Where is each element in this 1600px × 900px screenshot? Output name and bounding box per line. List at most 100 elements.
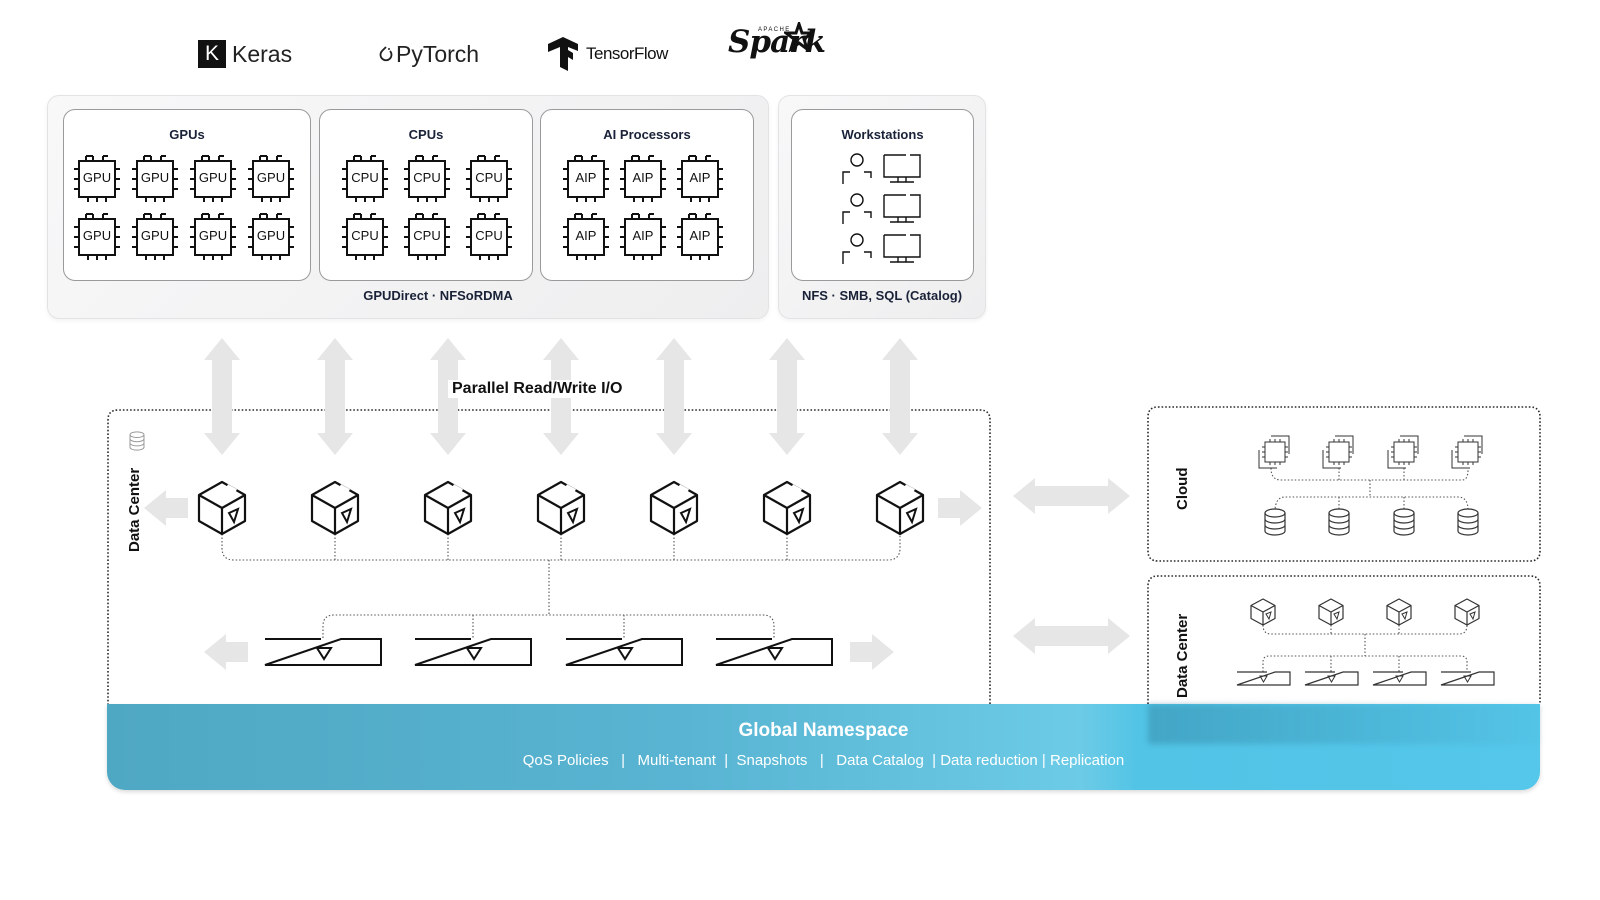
cpu-chip-icon: CPU [340, 212, 390, 262]
remote-enclosure-bus-line [1262, 655, 1468, 672]
io-arrow-overlap [890, 408, 910, 413]
cloud-db-bus-line [1274, 496, 1469, 513]
tensorflow-logo-icon [548, 37, 578, 71]
cloud-container [1147, 406, 1541, 562]
gpu-chip-icon: GPU [246, 154, 296, 204]
io-arrow-icon [882, 338, 918, 455]
chip-label: GPU [140, 170, 170, 185]
workstation-item [840, 192, 922, 228]
pytorch-label: PyTorch [396, 40, 480, 67]
scale-left-arrow-icon [204, 634, 248, 670]
remote-storage-node-icon [1454, 598, 1480, 626]
remote-datacenter-label: Data Center [1174, 613, 1191, 698]
global-namespace-bar: Global Namespace QoS Policies | Multi-te… [107, 704, 1540, 790]
cpu-chip-icon: CPU [464, 212, 514, 262]
cpu-card-title: CPUs [408, 127, 444, 142]
chip-label: AIP [689, 228, 711, 243]
replication-arrow-icon [1013, 478, 1130, 514]
cloud-compute-icon [1322, 435, 1354, 469]
remote-bus-line [1262, 624, 1468, 635]
storage-node-icon [649, 480, 699, 536]
io-arrow-icon [204, 338, 240, 455]
remote-storage-node-icon [1250, 598, 1276, 626]
remote-storage-node-icon [1386, 598, 1412, 626]
remote-storage-enclosure-icon [1304, 671, 1359, 686]
chip-label: AIP [632, 170, 654, 185]
remote-storage-node-icon [1318, 598, 1344, 626]
parallel-io-label: Parallel Read/Write I/O [448, 380, 627, 398]
gpu-card-title: GPUs [169, 127, 205, 142]
namespace-shadow [1148, 704, 1540, 744]
main-datacenter-label: Data Center [126, 467, 143, 552]
storage-node-icon [423, 480, 473, 536]
tensorflow-label: TensorFlow [586, 44, 668, 63]
io-arrow-overlap [325, 408, 345, 413]
scale-right-arrow-icon [850, 634, 894, 670]
enclosure-bus-line [322, 614, 775, 638]
chip-label: CPU [413, 170, 441, 185]
gpu-chip-icon: GPU [188, 154, 238, 204]
keras-logo-icon: K [198, 40, 226, 68]
replication-arrow-icon [1013, 618, 1130, 654]
gpu-chip-icon: GPU [72, 212, 122, 262]
database-icon-part [129, 434, 145, 451]
spark-star-icon [784, 22, 814, 52]
aip-chip-icon: AIP [618, 154, 668, 204]
database-icon [129, 431, 145, 451]
spark-logo: APACHE Spark [728, 22, 826, 60]
keras-label: Keras [232, 40, 293, 67]
io-arrow-overlap [551, 408, 571, 413]
chip-label: GPU [256, 170, 286, 185]
workstation-item [840, 232, 922, 268]
main-datacenter-container [107, 409, 991, 705]
node-bus-line [221, 534, 901, 561]
chip-label: AIP [632, 228, 654, 243]
workstation-item [840, 152, 922, 188]
storage-enclosure-icon [565, 638, 683, 666]
compute-protocols-caption: GPUDirect · NFSoRDMA [363, 288, 513, 303]
cpu-chip-icon: CPU [340, 154, 390, 204]
cloud-database-icon [1328, 508, 1350, 536]
storage-node-icon [762, 480, 812, 536]
workstations-panel: Workstations NFS · SMB, SQL (Catalog) [778, 95, 986, 319]
monitor-icon [883, 234, 921, 263]
chip-label: CPU [475, 170, 503, 185]
global-namespace-title: Global Namespace [738, 720, 909, 741]
user-icon [842, 233, 872, 264]
aip-chip-icon: AIP [675, 212, 725, 262]
scale-left-arrow-icon [144, 490, 188, 526]
pytorch-logo: PyTorch [378, 36, 479, 72]
workstations-card: Workstations [791, 109, 974, 281]
storage-node-icon [310, 480, 360, 536]
database-icon-part [129, 431, 145, 438]
remote-drop-line [1330, 625, 1400, 656]
database-icon-part [129, 438, 145, 443]
monitor-icon [883, 154, 921, 183]
cloud-label: Cloud [1174, 467, 1191, 511]
cloud-bus-line [1270, 467, 1469, 481]
tensorflow-logo: TensorFlow [546, 36, 668, 72]
workstations-protocols-caption: NFS · SMB, SQL (Catalog) [801, 288, 963, 303]
storage-node-icon [536, 480, 586, 536]
cloud-compute-icon [1387, 435, 1419, 469]
io-arrow-icon [656, 338, 692, 455]
aip-card-title: AI Processors [603, 127, 691, 142]
workstations-title: Workstations [841, 127, 924, 142]
storage-enclosure-icon [264, 638, 382, 666]
cloud-compute-icon [1258, 435, 1290, 469]
gpu-chip-icon: GPU [130, 212, 180, 262]
pytorch-logo-icon [379, 46, 393, 62]
chip-label: AIP [575, 170, 597, 185]
user-icon [842, 193, 872, 224]
chip-label: GPU [140, 228, 170, 243]
chip-label: CPU [351, 228, 379, 243]
remote-enclosure-drop-line [1330, 656, 1400, 672]
cloud-compute-icon [1451, 435, 1483, 469]
cloud-database-icon [1264, 508, 1286, 536]
chip-label: CPU [475, 228, 503, 243]
